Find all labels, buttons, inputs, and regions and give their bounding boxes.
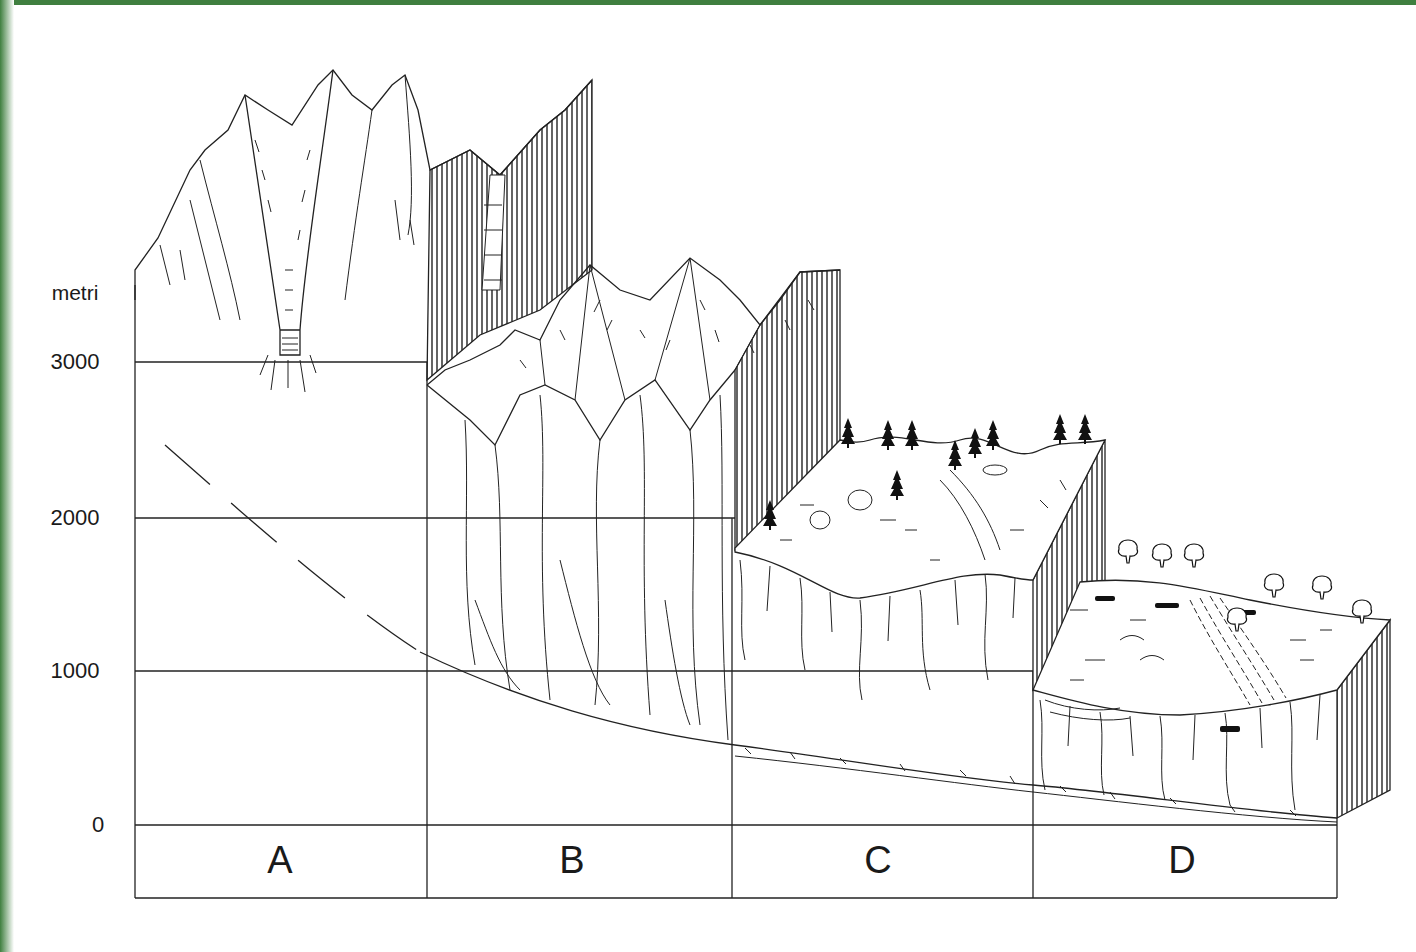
lowland-block-part bbox=[1070, 610, 1332, 680]
high-mountain-block-part bbox=[260, 355, 316, 392]
plateau-block-part bbox=[940, 470, 1000, 560]
lowland-block-part bbox=[1040, 695, 1320, 810]
elevation-grid-part bbox=[134, 285, 135, 898]
mountain-block-part bbox=[520, 300, 814, 368]
conifer-trees-part bbox=[763, 500, 777, 530]
conifer-trees-part bbox=[841, 418, 855, 448]
elevation-grid-part bbox=[135, 517, 735, 518]
high-mountain-block-part bbox=[245, 70, 333, 355]
broadleaf-trees bbox=[1118, 540, 1371, 631]
river-profile-part bbox=[745, 748, 1296, 816]
frame-bar bbox=[0, 0, 14, 952]
zone-letter: B bbox=[559, 841, 584, 879]
broadleaf-trees-part bbox=[1227, 608, 1246, 631]
conifer-trees-part bbox=[968, 428, 982, 458]
high-mountain-block bbox=[135, 70, 592, 392]
river-profile-part bbox=[165, 445, 420, 652]
river-profile-part bbox=[735, 756, 1337, 822]
plateau-block-part bbox=[810, 511, 830, 529]
conifer-trees bbox=[763, 414, 1092, 530]
mountain-block bbox=[427, 258, 840, 740]
plateau-block-part bbox=[740, 560, 1015, 700]
elevation-grid-part bbox=[135, 361, 427, 362]
conifer-trees-part bbox=[905, 420, 919, 450]
elevation-grid-part bbox=[135, 897, 1337, 898]
high-mountain-block-part bbox=[160, 75, 414, 320]
broadleaf-trees-part bbox=[1118, 540, 1137, 563]
mountain-block-part bbox=[540, 258, 760, 400]
conifer-trees-part bbox=[890, 470, 904, 500]
plateau-block-part bbox=[983, 465, 1007, 475]
mountain-block-part bbox=[465, 395, 728, 740]
axis-unit: metri bbox=[52, 282, 99, 303]
high-mountain-block-part bbox=[282, 338, 298, 350]
broadleaf-trees-part bbox=[1264, 574, 1283, 597]
elevation-tick: 2000 bbox=[51, 507, 100, 529]
lowland-block-part bbox=[1033, 580, 1390, 715]
lakes bbox=[1095, 596, 1256, 732]
conifer-trees-part bbox=[948, 440, 962, 470]
zone-letter: A bbox=[267, 841, 292, 879]
mountain-block-part bbox=[427, 370, 735, 445]
high-mountain-block-part bbox=[255, 140, 310, 310]
broadleaf-trees-part bbox=[1352, 600, 1371, 623]
elevation-tick: 3000 bbox=[51, 351, 100, 373]
elevation-grid-part bbox=[135, 824, 1337, 825]
lowland-block bbox=[1033, 580, 1390, 818]
high-mountain-block-part bbox=[135, 70, 592, 300]
plateau-block-part bbox=[848, 490, 872, 510]
lakes-part bbox=[1155, 603, 1179, 608]
conifer-trees-part bbox=[1078, 414, 1092, 444]
elevation-grid-part bbox=[731, 518, 732, 898]
zone-letter: C bbox=[864, 841, 891, 879]
elevation-tick: 1000 bbox=[51, 660, 100, 682]
broadleaf-trees-part bbox=[1184, 544, 1203, 567]
plateau-block-part bbox=[735, 437, 1105, 598]
elevation-tick: 0 bbox=[92, 814, 104, 836]
plateau-block-part bbox=[780, 480, 1066, 560]
broadleaf-trees-part bbox=[1312, 576, 1331, 599]
mountain-block-part bbox=[427, 258, 840, 385]
elevation-grid-part bbox=[135, 670, 1033, 671]
elevation-grid-part bbox=[426, 362, 427, 898]
elevation-grid-part bbox=[1336, 818, 1337, 898]
lakes-part bbox=[1220, 726, 1240, 732]
conifer-trees-part bbox=[881, 420, 895, 450]
frame-bar bbox=[0, 0, 1416, 5]
lakes-part bbox=[1095, 596, 1115, 601]
mountain-block-part bbox=[475, 560, 690, 725]
lowland-block-part bbox=[1190, 596, 1286, 705]
high-mountain-block-part bbox=[482, 175, 505, 290]
conifer-trees-part bbox=[986, 420, 1000, 450]
conifer-trees-part bbox=[1053, 414, 1067, 444]
broadleaf-trees-part bbox=[1152, 544, 1171, 567]
lowland-block-part bbox=[1045, 700, 1130, 720]
zone-letter: D bbox=[1168, 841, 1195, 879]
